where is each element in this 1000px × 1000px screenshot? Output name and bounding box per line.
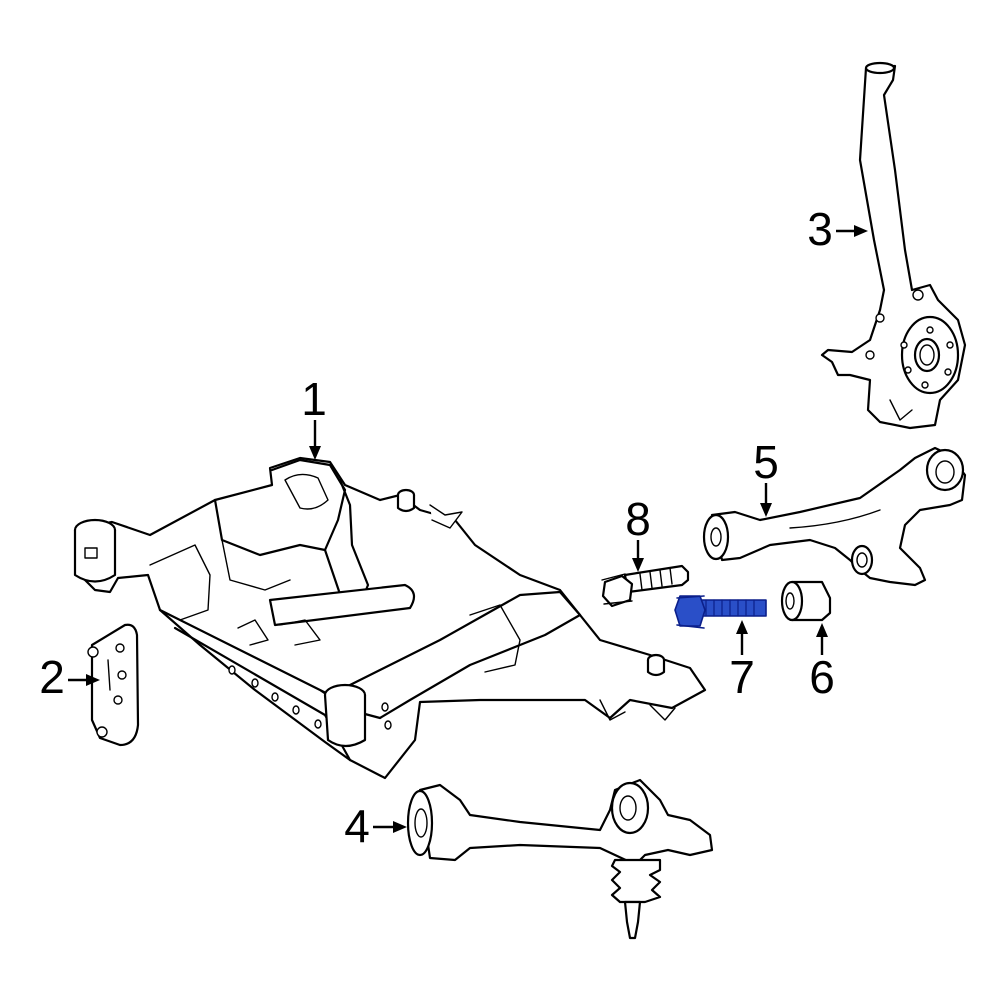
part-3-knuckle[interactable] (820, 61, 967, 430)
callout-1: 1 (301, 373, 327, 460)
callout-5: 5 (753, 436, 779, 517)
part-1-crossmember[interactable] (73, 456, 707, 780)
callout-label-3: 3 (807, 203, 833, 255)
callout-label-6: 6 (809, 651, 835, 703)
callout-label-4: 4 (344, 800, 370, 852)
callout-3: 3 (807, 203, 868, 255)
callout-2: 2 (39, 651, 100, 703)
callout-4: 4 (344, 800, 407, 852)
part-4-upper-control-arm[interactable] (406, 778, 714, 940)
callout-6: 6 (809, 623, 835, 703)
callout-8: 8 (625, 493, 651, 572)
callout-label-7: 7 (729, 651, 755, 703)
callout-label-5: 5 (753, 436, 779, 488)
part-7-bolt[interactable] (674, 595, 767, 629)
part-5-lower-control-arm[interactable] (702, 446, 967, 587)
part-6-bushing[interactable] (780, 580, 832, 622)
callout-7: 7 (729, 620, 755, 703)
callout-label-8: 8 (625, 493, 651, 545)
part-2-bracket[interactable] (87, 623, 140, 747)
callout-label-2: 2 (39, 651, 65, 703)
callout-label-1: 1 (301, 373, 327, 425)
part-8-bolt[interactable] (601, 564, 690, 608)
